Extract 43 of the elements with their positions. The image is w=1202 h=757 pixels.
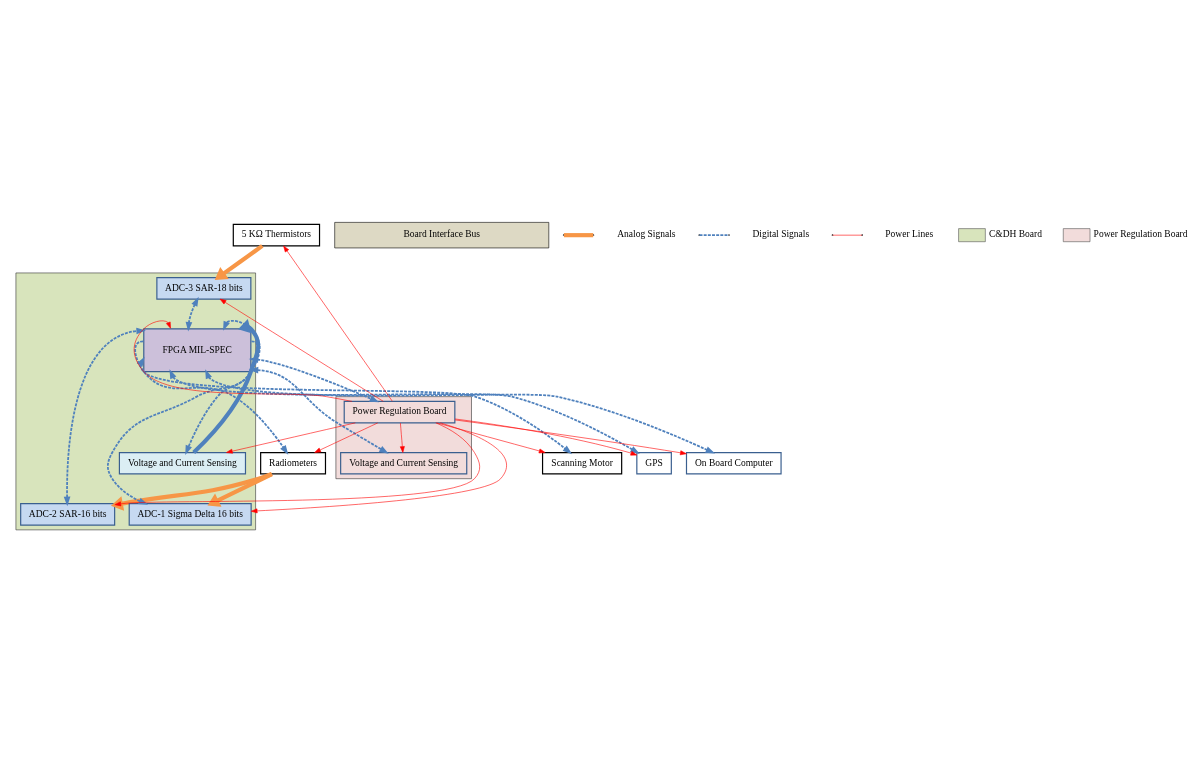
node-box: Power Regulation Board xyxy=(343,400,456,424)
arrow xyxy=(454,418,638,456)
arrow xyxy=(400,422,405,453)
node-box: On Board Computer xyxy=(685,451,782,475)
node-box: Voltage and Current Sensing xyxy=(118,451,247,475)
node-box: Scanning Motor xyxy=(541,451,623,475)
arrow xyxy=(454,419,687,456)
arrow xyxy=(136,356,573,455)
arrow xyxy=(207,472,273,507)
arrow xyxy=(106,319,261,505)
node-box: GPS xyxy=(636,451,672,475)
arrow xyxy=(133,320,353,402)
legend-label: Power Lines xyxy=(885,229,934,240)
arrow xyxy=(248,366,389,454)
arrow xyxy=(110,472,273,511)
legend-label: Power Regulation Board xyxy=(1093,229,1188,240)
arrow xyxy=(314,422,379,453)
arrow xyxy=(192,319,261,455)
arrow xyxy=(248,356,380,403)
arrow xyxy=(114,422,480,507)
legend-label: Digital Signals xyxy=(752,229,810,240)
arrow xyxy=(250,422,507,514)
legend-label: C&DH Board xyxy=(988,229,1042,240)
arrow xyxy=(226,422,356,454)
node-box: Radiometers xyxy=(260,451,327,475)
arrow xyxy=(283,245,393,402)
arrow xyxy=(436,422,546,454)
arrow xyxy=(205,369,716,454)
node-box: ADC-1 Sigma Delta 16 bits xyxy=(128,503,252,526)
arrow xyxy=(214,244,264,280)
arrow xyxy=(169,369,640,454)
node-box: ADC-3 SAR-18 bits xyxy=(156,277,252,300)
node-box: ADC-2 SAR-16 bits xyxy=(20,503,116,526)
arrow xyxy=(134,340,289,455)
arrow xyxy=(63,327,146,507)
arrow xyxy=(185,340,260,455)
node-box: 5 KΩ Thermistors xyxy=(232,223,321,247)
arrow xyxy=(219,298,384,402)
legend-label: Analog Signals xyxy=(617,229,676,240)
node-box: Voltage and Current Sensing xyxy=(340,451,468,475)
node-box: FPGA MIL-SPEC xyxy=(143,328,252,373)
arrow xyxy=(185,296,199,332)
node-box: Board Interface Bus xyxy=(334,222,550,249)
